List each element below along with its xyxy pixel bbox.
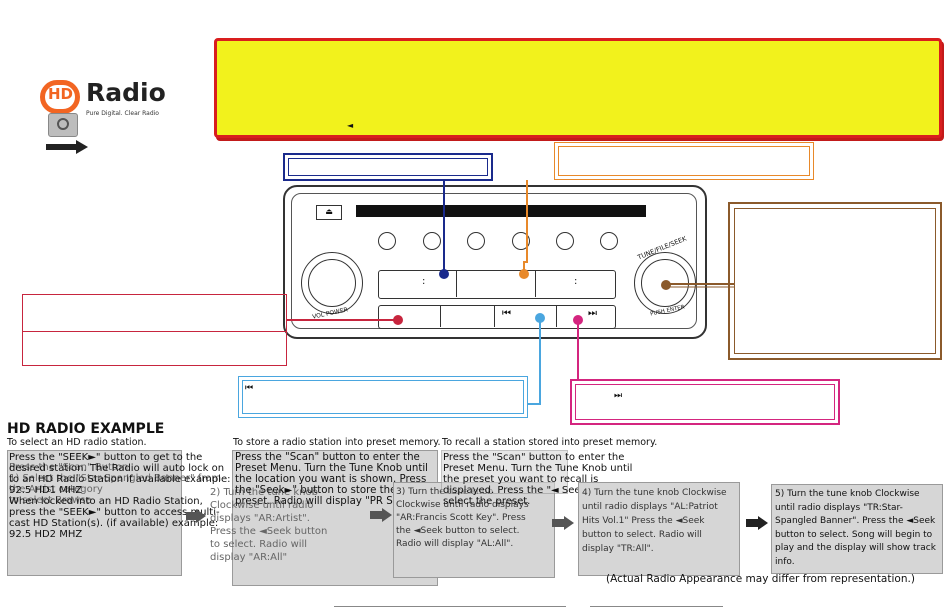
control-divider-3 [556, 306, 557, 327]
callout-prev-glyph: ⏮ [245, 383, 254, 393]
step-arrow-icon [746, 516, 768, 530]
cd-slot [356, 205, 646, 217]
step-panel-3-recall [441, 450, 568, 494]
volume-knob[interactable] [301, 252, 363, 314]
hd-radio-logo: HD Radio Pure Digital. Clear Radio [40, 74, 180, 124]
right-arrow-icon [46, 140, 88, 154]
seek-prev-button[interactable]: ⏮ [502, 308, 511, 319]
preset-button-4[interactable] [512, 232, 530, 250]
panel-2-text: Press the "Scan" button to enter the Pre… [235, 452, 428, 507]
callout-prev-track: ⏮ [238, 376, 528, 418]
display-colon-left: : [422, 276, 426, 287]
step-panel-1 [7, 450, 182, 576]
eject-button[interactable]: ⏏ [316, 205, 342, 220]
preset-button-3[interactable] [467, 232, 485, 250]
col3-heading: To recall a station stored into preset m… [442, 437, 658, 448]
control-divider-2 [494, 306, 495, 327]
col1-heading: To select an HD radio station. [7, 437, 147, 448]
panel-3-text: Press the "Scan" button to enter the Pre… [443, 452, 641, 507]
disclaimer: (Actual Radio Appearance may differ from… [606, 573, 915, 585]
display-divider-1 [456, 271, 457, 297]
preset-button-1[interactable] [378, 232, 396, 250]
callout-display-left [283, 153, 493, 181]
section-title: HD RADIO EXAMPLE [7, 421, 165, 437]
control-divider-1 [440, 306, 441, 327]
panel-1-overlay-text: Press the "Scan" Button 1) Select the "S… [9, 462, 222, 506]
logo-tagline: Pure Digital. Clear Radio [86, 110, 159, 117]
step-arrow-icon [370, 508, 392, 522]
panel-4-text: 4) Turn the tune knob Clockwise until ra… [582, 488, 727, 554]
panel-1-text: Press the "SEEK►" button to get to the d… [9, 452, 231, 540]
panel-2-overlay-text: 2) Turn the tune knob Clockwise until ra… [210, 487, 328, 563]
callout-next-track: ⏭ [570, 379, 840, 425]
banner-glyph: ◄ [347, 121, 354, 130]
panel-5-text: 5) Turn the tune knob Clockwise until ra… [775, 489, 936, 567]
hd-badge [40, 80, 80, 114]
seek-next-button[interactable]: ⏭ [588, 308, 597, 319]
callout-volume [22, 294, 287, 366]
step-arrow-icon [552, 516, 574, 530]
radio-icon [48, 113, 78, 137]
step-panel-5 [771, 484, 943, 574]
display-colon-right: : [574, 276, 578, 287]
callout-display-right [554, 142, 814, 180]
col2-heading: To store a radio station into preset mem… [233, 437, 441, 448]
step-panel-3 [393, 482, 555, 578]
bottom-rule-1 [334, 606, 566, 607]
step-arrow-icon [186, 509, 206, 523]
callout-tune-knob [728, 202, 942, 360]
display-divider-2 [535, 271, 536, 297]
preset-button-2[interactable] [423, 232, 441, 250]
info-banner: ◄ [214, 38, 942, 138]
bottom-rule-2 [590, 606, 723, 607]
preset-button-6[interactable] [600, 232, 618, 250]
callout-next-glyph: ⏭ [614, 391, 623, 401]
preset-button-5[interactable] [556, 232, 574, 250]
radio-display [378, 270, 616, 299]
control-bar [378, 305, 616, 329]
hd-badge-text: HD [48, 85, 74, 103]
step-panel-4 [578, 482, 740, 576]
logo-brand: Radio [86, 78, 166, 107]
